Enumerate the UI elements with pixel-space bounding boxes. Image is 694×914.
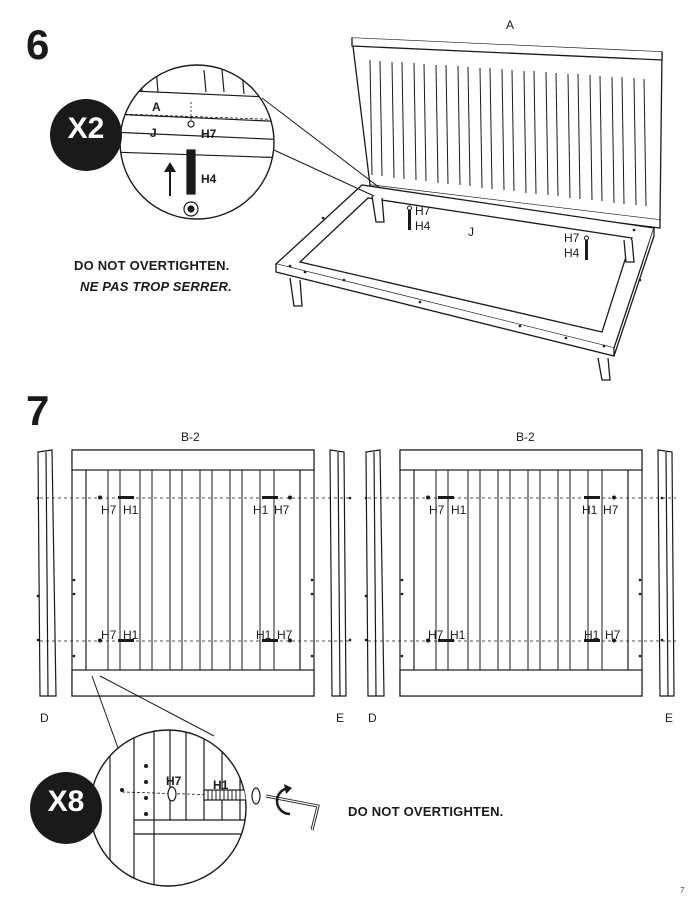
step-6-number: 6 [26,21,50,68]
step7-multiplier-badge [30,772,102,844]
post-label-e-right: E [665,711,674,725]
frame-label-h7-right: H7 [564,231,580,245]
panel-b2-right [399,449,643,697]
step6-multiplier-badge [50,99,122,171]
crib-headboard-a [351,37,663,229]
step6-leader-lines [261,97,381,197]
bolt-label-h7: H7 [274,503,290,517]
post-e-right [657,449,675,697]
zoom-label-a: A [152,100,161,114]
post-label-d-left: D [40,711,49,725]
bolt-label-h1: H1 [123,628,139,642]
step7-multiplier-text: X8 [47,785,85,818]
frame-label-h4-left: H4 [415,219,431,233]
step6-warning-en: DO NOT OVERTIGHTEN. [74,258,230,273]
step6-zoom-detail [119,64,275,220]
step7-leader-lines [91,675,215,749]
post-d-left [36,449,57,697]
zoom-label-h1: H1 [213,778,229,792]
panel-label-b2-right: B-2 [516,430,535,444]
bolt-label-h1: H1 [256,628,272,642]
bolt-label-h1: H1 [582,503,598,517]
bolt-label-h7: H7 [428,628,444,642]
zoom-label-j: J [150,126,157,140]
frame-label-h7-left: H7 [415,204,431,218]
crib-frame-j [274,184,655,381]
bolt-label-h7: H7 [605,628,621,642]
bolt-alignment-lines [40,497,676,642]
bolt-label-h1: H1 [451,503,467,517]
frame-label-j: J [468,225,474,239]
post-label-e-left: E [336,711,345,725]
bolt-label-h1: H1 [123,503,139,517]
step6-multiplier-text: X2 [67,112,105,145]
zoom-label-h7: H7 [166,774,182,788]
zoom-label-h7: H7 [201,127,217,141]
bolt-markers [98,495,616,643]
step6-warning-fr: NE PAS TROP SERRER. [80,279,232,294]
panel-label-b2-left: B-2 [181,430,200,444]
bolt-label-h1: H1 [253,503,269,517]
bolt-label-h1: H1 [584,628,600,642]
page-number: 7 [680,886,685,895]
zoom-label-h4: H4 [201,172,217,186]
frame-label-h4-right: H4 [564,246,580,260]
bolt-label-h7: H7 [101,503,117,517]
bolt-label-h7: H7 [101,628,117,642]
bolt-label-h7: H7 [603,503,619,517]
post-e-left [329,449,352,697]
post-label-d-right: D [368,711,377,725]
headboard-label-a: A [506,18,515,32]
step7-zoom-detail [89,729,320,887]
step-7-number: 7 [26,387,50,434]
step7-warning-en: DO NOT OVERTIGHTEN. [348,804,504,819]
post-d-right [364,449,385,697]
panel-b2-left [71,449,315,697]
bolt-label-h7: H7 [277,628,293,642]
bolt-label-h7: H7 [429,503,445,517]
frame-bolt-markers [407,205,589,260]
bolt-label-h1: H1 [450,628,466,642]
